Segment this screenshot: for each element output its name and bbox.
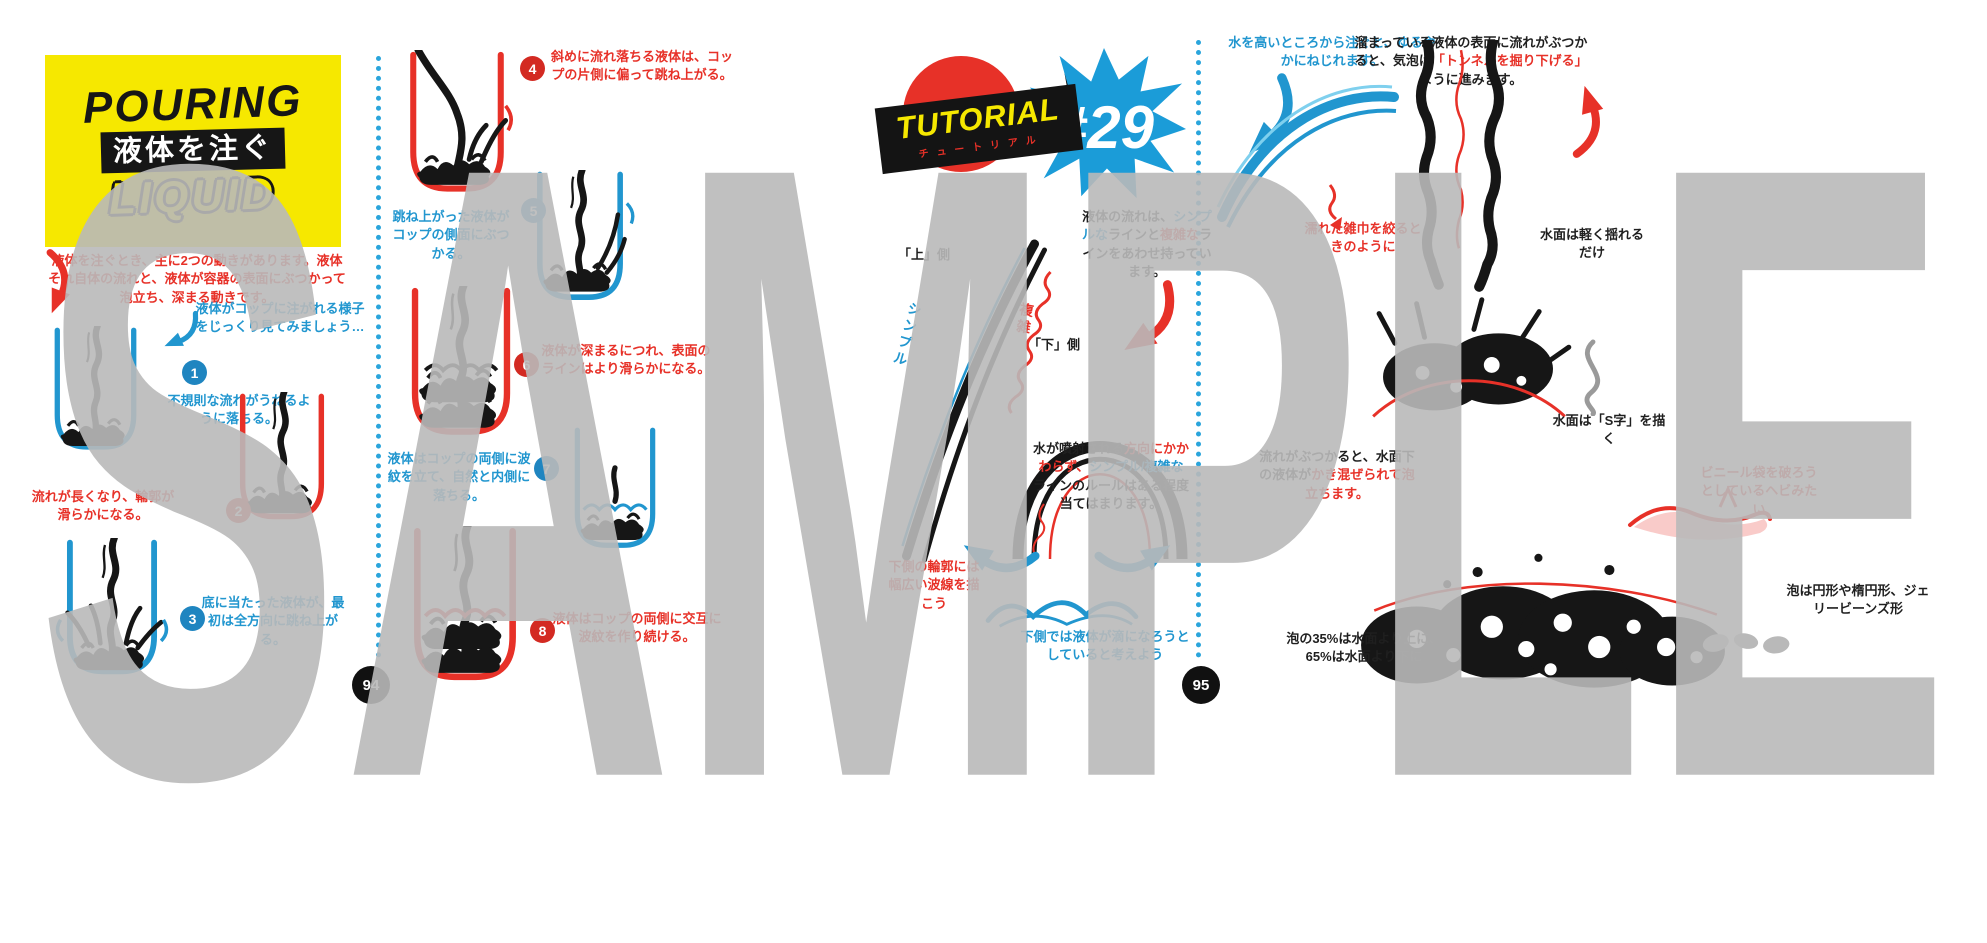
note-surface-s: 水面は「S字」を描く — [1552, 413, 1666, 447]
step-text: 斜めに流れ落ちる液体は、コップの片側に偏って跳ね上がる。 — [550, 49, 733, 83]
step-text: 底に当たった液体が、最初は全方向に跳ね上がる。 — [201, 595, 345, 647]
illustration-step-5 — [514, 170, 635, 315]
step-text: 液体が深まるにつれ、表面のラインはより滑らかになる。 — [541, 343, 711, 377]
illustration-step-6 — [390, 286, 532, 452]
note-surface-sway: 水面は軽く揺れるだけ — [1540, 227, 1645, 261]
note-flow-complex: 複雑な — [1160, 227, 1200, 243]
note-pour-high: 水を高いところから注ぐと、ゆるやかにねじれます。 — [1228, 35, 1436, 69]
curved-arrow-icon — [1099, 274, 1197, 364]
step-number-badge: 4 — [520, 56, 545, 81]
step-number-badge: 3 — [180, 606, 205, 631]
note-flow-pre: 液体の流れは、 — [1082, 209, 1174, 224]
note-churn: 流れがぶつかると、水面下の液体がかき混ぜられて泡立ちます。 — [1258, 448, 1416, 503]
note-lower-contour: 下側の輪郭には幅広い波線を描こう — [888, 559, 980, 611]
illustration-s-curve — [1584, 339, 1601, 416]
observe-note: 液体がコップに注がれる様子をじっくり見てみましょう… — [195, 301, 365, 335]
note-arch-pre: 水が噴射される — [1032, 441, 1124, 456]
note-churn-em: かき混ぜられて泡立ちます。 — [1305, 467, 1415, 501]
curved-arrow-icon — [1545, 78, 1622, 163]
note-arch-post: ラインのルールはある程度当てはまります。 — [1032, 477, 1189, 512]
jelly-bean-shapes — [1702, 633, 1790, 654]
step-text: 液体はコップの両側に交互に波紋を作り続ける。 — [552, 611, 722, 645]
illustration-step-7 — [548, 426, 682, 562]
illustration-double-stream — [1415, 40, 1504, 292]
page-number-right: 95 — [1182, 666, 1220, 704]
step-text: 液体はコップの両側に波紋を立て、自然と内側に落ちる。 — [387, 451, 531, 503]
illustration-step-4 — [392, 50, 513, 208]
column-divider-dotted — [376, 56, 381, 658]
note-flow-post: ラインをあわせ持っています。 — [1082, 227, 1213, 280]
note-churn-pre: 流れがぶつかると、水面下の液体が — [1259, 449, 1415, 483]
step-number-badge: 8 — [530, 618, 555, 643]
illustration-stream-contours — [901, 239, 1052, 563]
label-upper-side: 「上」側 — [898, 247, 951, 262]
title-liquid: LIQUID — [108, 168, 278, 224]
note-tunnel-em: 「トンネルを掘り下げる」 — [1431, 53, 1588, 69]
title-pouring: POURING — [82, 76, 304, 134]
step-number-badge: 2 — [226, 498, 251, 523]
illustration-step-1 — [28, 326, 163, 464]
step-number-badge: 7 — [534, 456, 559, 481]
page-number-left: 94 — [352, 666, 390, 704]
step-text: 流れが長くなり、輪郭が滑らかになる。 — [31, 489, 175, 523]
note-flow: 液体の流れは、シンプルなラインと複雑なラインをあわせ持っています。 — [1076, 208, 1218, 282]
note-bubbles-shape: 泡は円形や楕円形、ジェリービーンズ形 — [1786, 583, 1930, 617]
illustration-step-3 — [55, 538, 169, 690]
note-droplet: 下側では液体が滴になろうとしていると考えよう — [1020, 629, 1190, 663]
note-arch: 水が噴射される方向にかかわらず、シンプル/複雑なラインのルールはある程度当てはま… — [1032, 440, 1190, 514]
note-bubbles-ratio: 泡の35%は水面より上に、65%は水面より下に — [1286, 631, 1442, 665]
intro-text: 液体を注ぐとき、主に2つの動きがあります。液体それ自体の流れと、液体が容器の表面… — [48, 253, 346, 305]
step-number-badge: 5 — [521, 198, 546, 223]
illustration-wide-wave — [985, 600, 1139, 628]
note-wring: 濡れた雑巾を絞るときのように — [1304, 221, 1422, 255]
splash-shape — [1021, 47, 1187, 199]
note-tunnel-pre: 溜まっている液体の表面に流れがぶつかると、気泡は — [1354, 35, 1588, 69]
note-flow-simple: シンプルな — [1081, 209, 1212, 243]
step-number-badge: 1 — [182, 360, 207, 385]
title-japanese: 液体を注ぐ — [100, 127, 286, 175]
illustration-impact-splash — [1372, 297, 1572, 418]
note-flow-mid: ラインと — [1107, 227, 1160, 243]
note-arch-mid: シンプル/複雑な — [1089, 459, 1184, 475]
label-lower-side: 「下」側 — [1028, 337, 1081, 352]
column-divider-dotted — [1196, 40, 1201, 658]
illustration-snake-bag — [1628, 485, 1772, 540]
left-page-title-block: POURING 液体を注ぐ LIQUID — [45, 55, 341, 247]
step-text: 跳ね上がった液体がコップの側面にぶつかる。 — [392, 209, 510, 261]
step-number-badge: 6 — [514, 352, 539, 377]
illustration-step-8 — [398, 526, 532, 698]
note-tunnel: 溜まっている液体の表面に流れがぶつかると、気泡は「トンネルを掘り下げる」ように進… — [1350, 34, 1592, 89]
note-arch-em: 方向にかかわらず、 — [1038, 441, 1190, 475]
illustration-arch-stream — [1012, 441, 1188, 560]
illustration-foam — [1361, 553, 1725, 688]
illustration-twisting-ribbon — [1216, 84, 1399, 231]
